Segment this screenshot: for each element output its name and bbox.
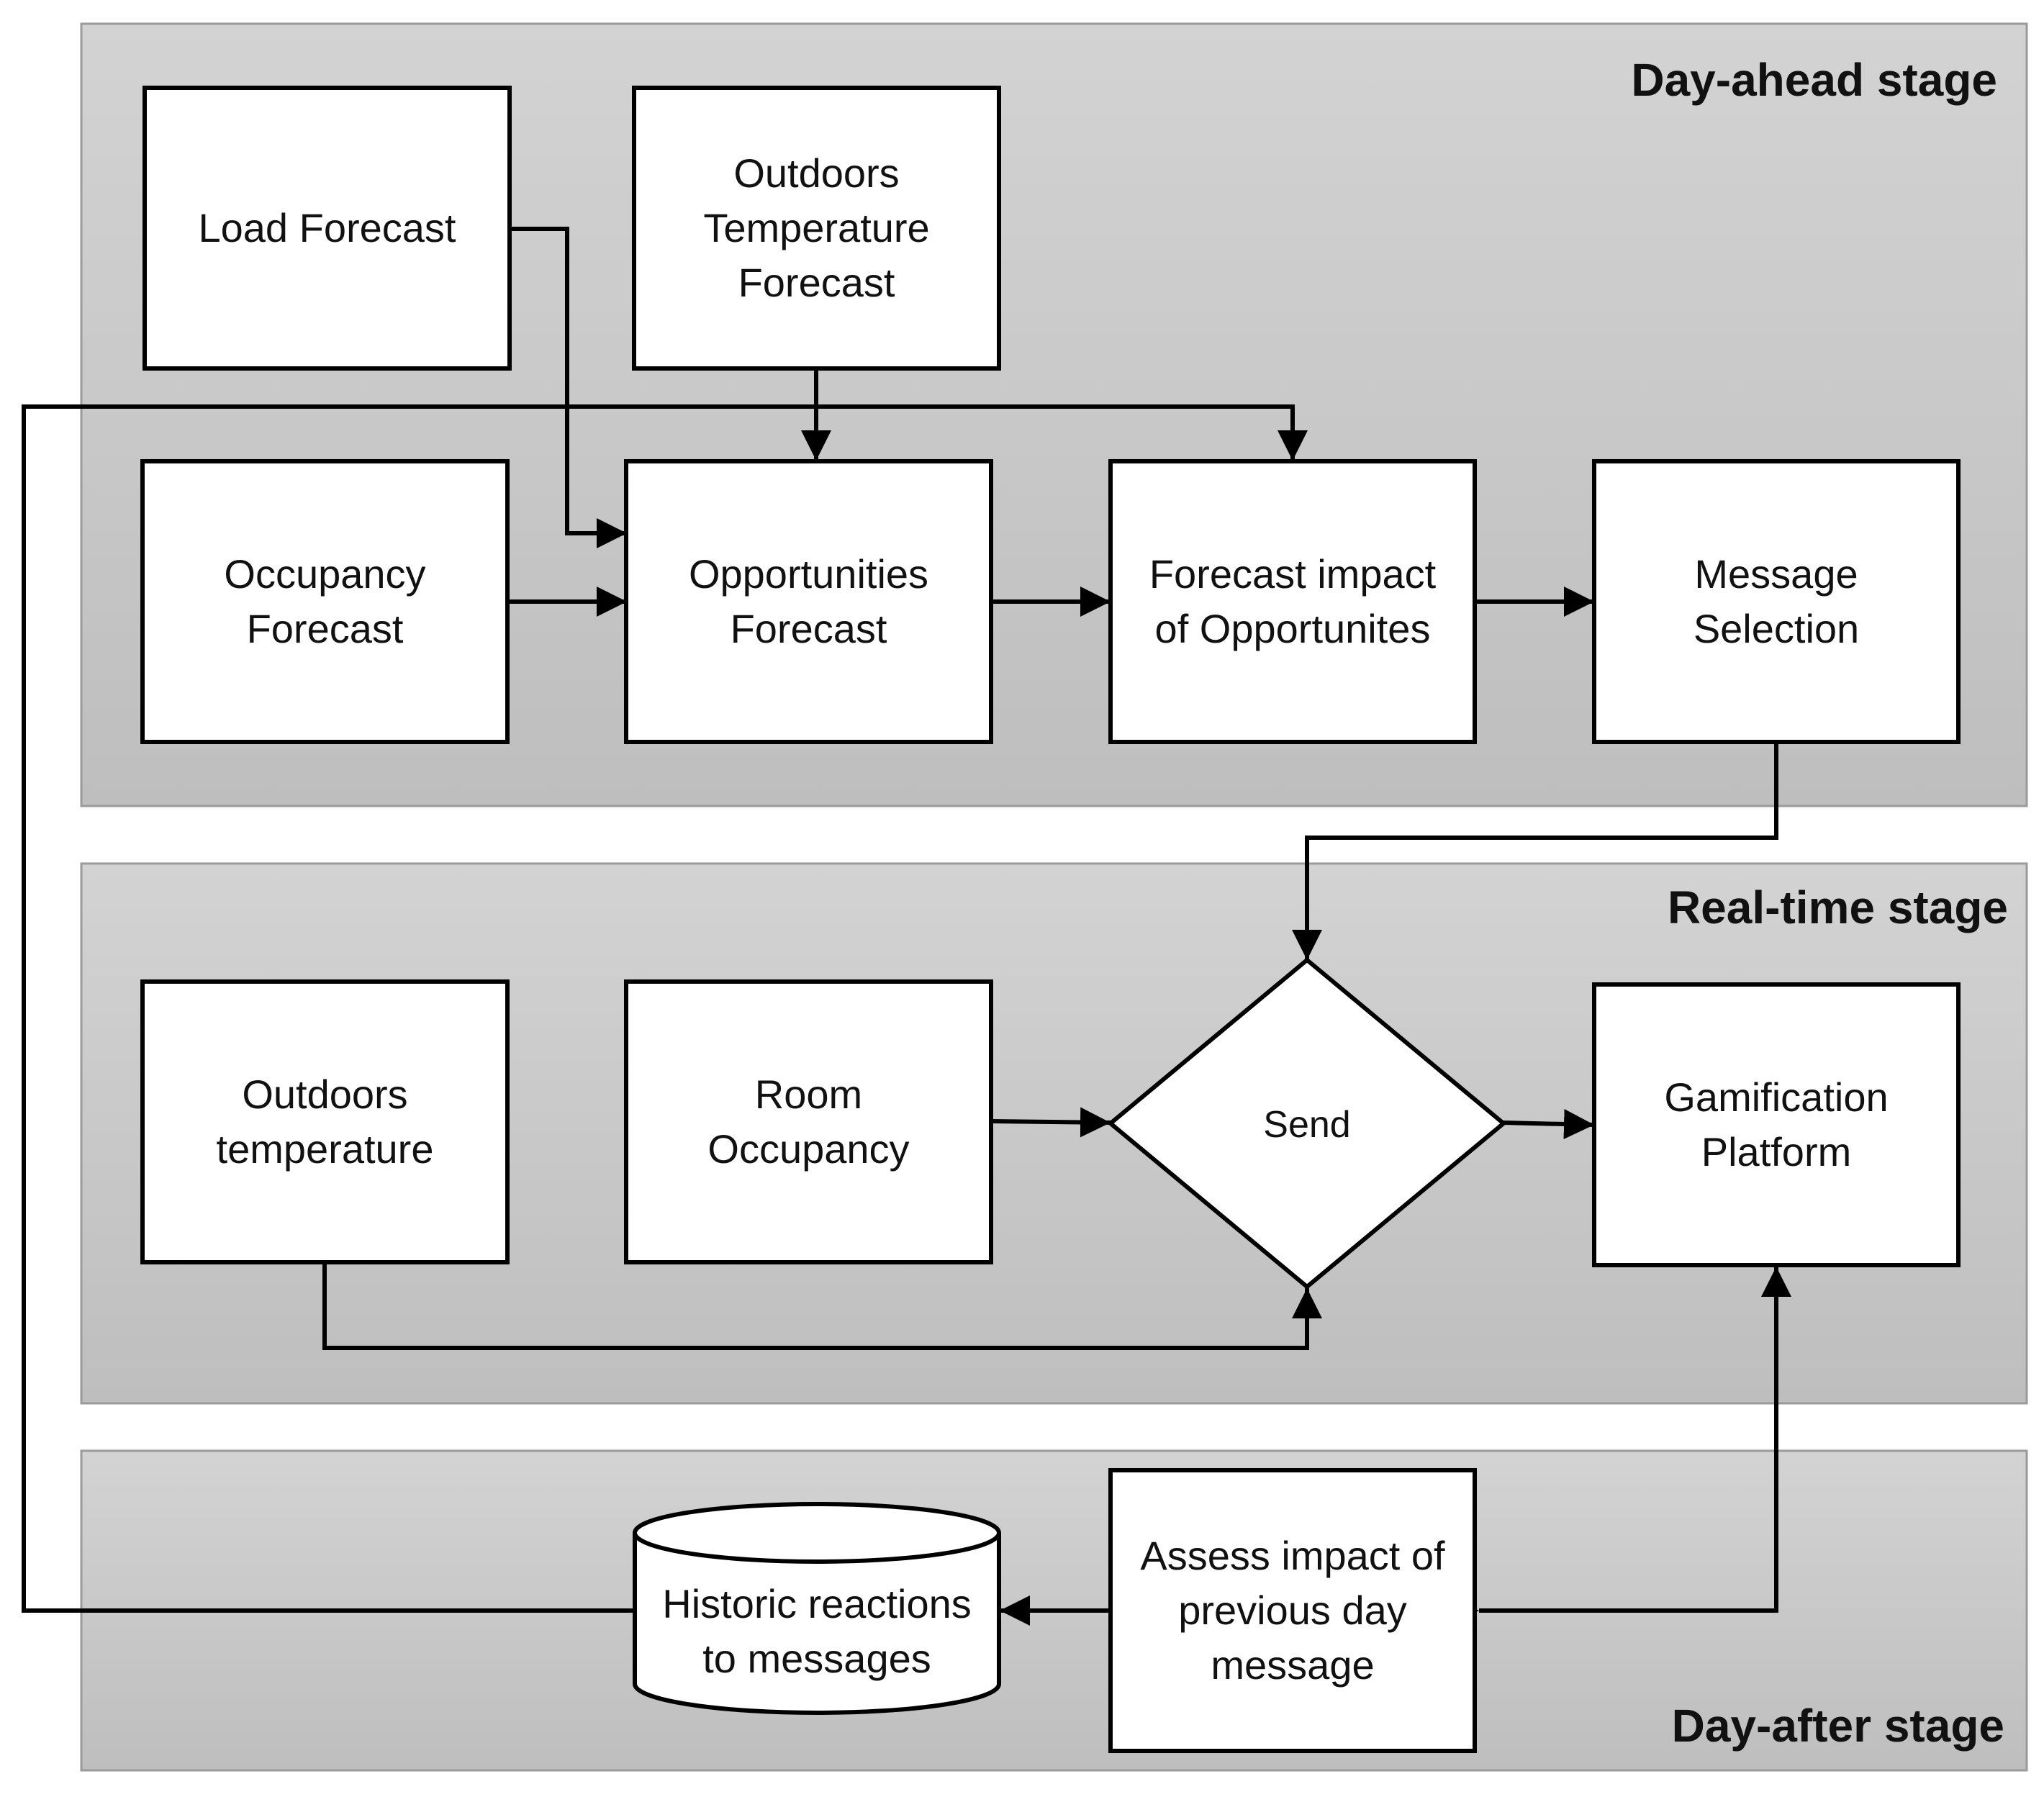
historic-reactions-label: Historic reactions to messages (662, 1581, 971, 1681)
label-line: Historic reactions (662, 1581, 971, 1626)
edge-send-to-gamification (1503, 1109, 1595, 1139)
historic-reactions-cylinder-body (633, 1533, 1001, 1715)
label-line: Occupancy (224, 551, 425, 597)
label-line: Room (755, 1072, 862, 1117)
label-line: Forecast (738, 260, 895, 305)
day-ahead-stage-label: Day-ahead stage (1631, 54, 1997, 106)
edge-message-selection-to-send (1292, 743, 1778, 960)
edge-historic-to-impact (22, 404, 1308, 1613)
edges (22, 227, 1791, 1626)
occupancy-forecast-box (140, 459, 510, 744)
forecast-impact-box (1108, 459, 1477, 744)
label-line: temperature (217, 1126, 434, 1172)
opportunities-forecast-box (624, 459, 993, 744)
send-decision-diamond (1107, 957, 1507, 1290)
label-line: Send (1263, 1104, 1350, 1146)
message-selection-box (1592, 459, 1961, 744)
outdoors-temperature-forecast-box (632, 86, 1001, 371)
label-line: Forecast (247, 606, 404, 651)
edge-load-to-opportunities (510, 227, 627, 548)
load-forecast-label: Load Forecast (199, 205, 456, 250)
label-line: Forecast (731, 606, 887, 651)
gamification-platform-box (1592, 982, 1961, 1267)
label-line: Opportunities (689, 551, 928, 597)
edge-outdoors-temperature-to-send (322, 1262, 1322, 1350)
label-line: Assess impact of (1140, 1533, 1445, 1578)
label-line: message (1211, 1642, 1374, 1688)
room-occupancy-box (624, 979, 993, 1264)
label-line: of Opportunites (1155, 606, 1431, 651)
outdoors-temperature-box (140, 979, 510, 1264)
label-line: Occupancy (707, 1126, 909, 1172)
historic-reactions-cylinder-top (633, 1502, 1001, 1564)
edge-gamification-assess-link (1449, 1267, 1791, 1626)
outdoors-temperature-label: Outdoors temperature (217, 1072, 434, 1172)
label-line: Forecast impact (1149, 551, 1437, 597)
label-line: Temperature (703, 205, 929, 250)
label-line: previous day (1178, 1588, 1407, 1633)
forecast-impact-label: Forecast impact of Opportunites (1149, 551, 1437, 651)
label-line: Load Forecast (199, 205, 456, 250)
label-line: Platform (1701, 1129, 1852, 1174)
edge-room-occupancy-to-send (990, 1107, 1111, 1138)
load-forecast-box (143, 86, 512, 371)
label-line: to messages (702, 1636, 931, 1681)
label-line: Selection (1693, 606, 1859, 651)
day-after-stage-label: Day-after stage (1672, 1700, 2004, 1752)
label-line: Message (1694, 551, 1858, 597)
label-line: Outdoors (733, 150, 899, 196)
send-label: Send (1263, 1104, 1350, 1146)
assess-impact-box (1108, 1468, 1477, 1753)
label-line: Gamification (1664, 1074, 1888, 1120)
historic-reactions-database (633, 1502, 1001, 1715)
label-line: Outdoors (242, 1072, 407, 1117)
real-time-stage-label: Real-time stage (1668, 882, 2008, 933)
assess-impact-label: Assess impact of previous day message (1140, 1533, 1445, 1688)
